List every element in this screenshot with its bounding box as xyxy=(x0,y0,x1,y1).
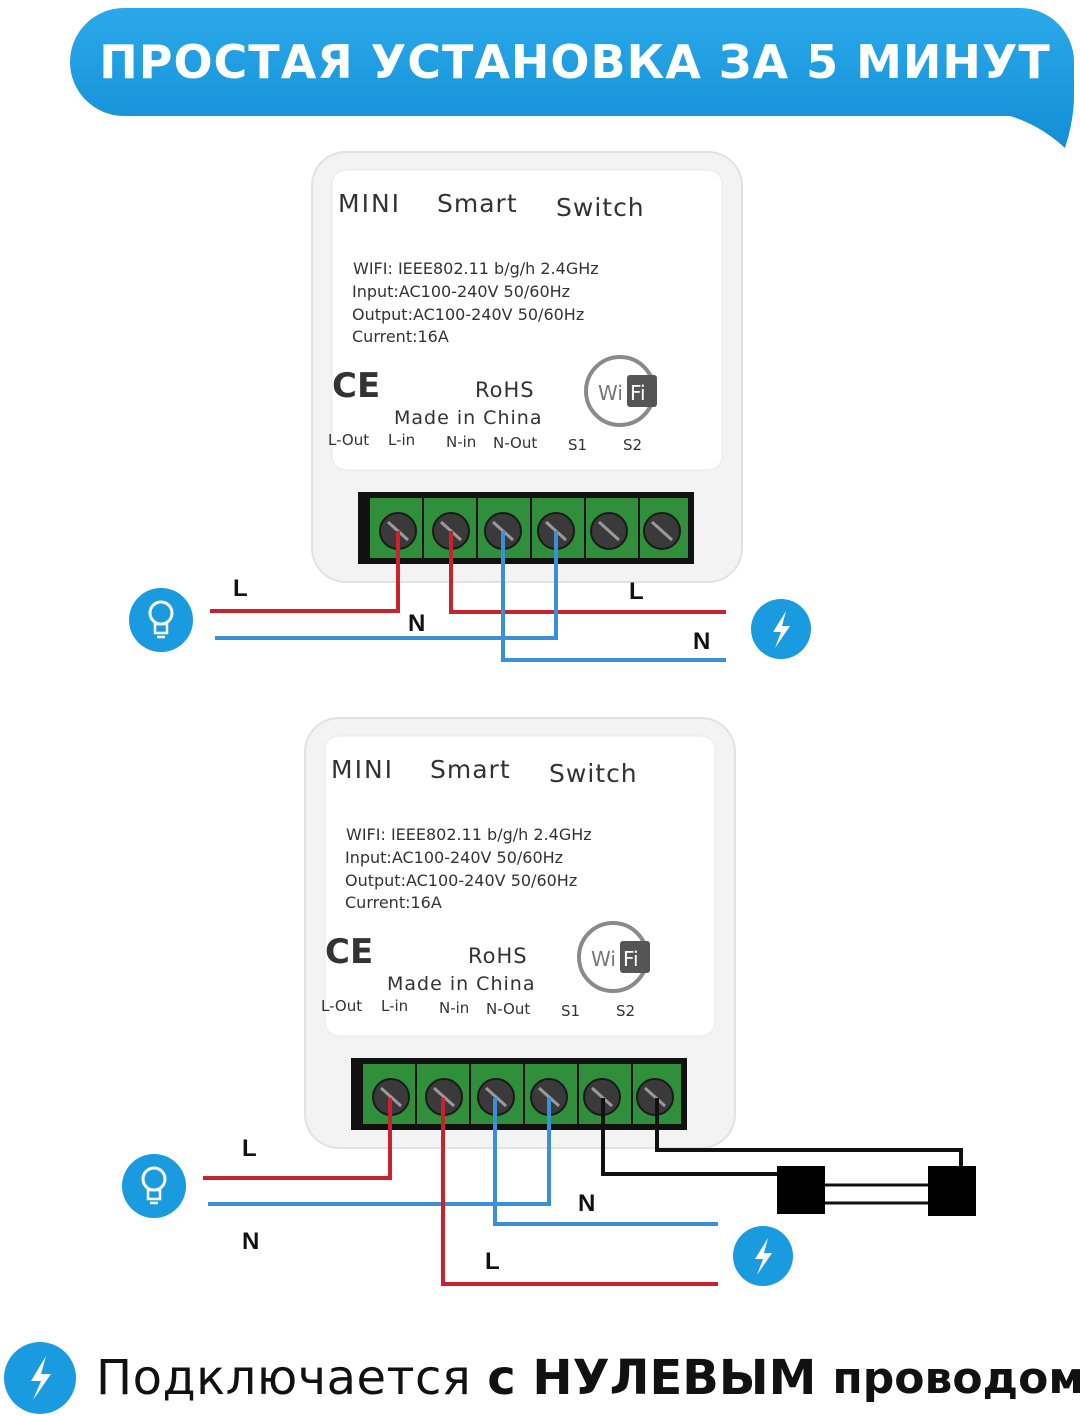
terminal-label-l-out: L-Out xyxy=(321,997,362,1015)
wire-s1 xyxy=(601,1098,778,1176)
terminal-label-n-out: N-Out xyxy=(486,1000,530,1018)
terminal-label-s1: S1 xyxy=(568,436,587,454)
diagram1-wires xyxy=(210,531,726,662)
brand-mini: MINI xyxy=(331,755,394,784)
spec-current: Current:16A xyxy=(345,893,442,912)
wire-neutral-to-lamp xyxy=(215,531,558,640)
header-banner xyxy=(70,8,1074,148)
terminal-label-n-out: N-Out xyxy=(493,434,537,452)
brand-switch: Switch xyxy=(549,759,638,788)
brand-smart: Smart xyxy=(430,755,511,784)
ce-mark: CE xyxy=(332,366,380,406)
lightbulb-icon xyxy=(129,588,193,652)
terminal-label-l-in: L-in xyxy=(381,997,408,1015)
footer-text-regular: Подключается xyxy=(96,1350,472,1406)
wiring-overlay xyxy=(122,531,976,1286)
spec-input: Input:AC100-240V 50/60Hz xyxy=(345,848,563,867)
wire-live-to-lamp xyxy=(210,531,400,613)
svg-text:Fi: Fi xyxy=(623,947,639,971)
diagram1-right-live-label: L xyxy=(629,578,644,605)
wifi-logo-icon: Wi Fi xyxy=(584,355,657,427)
page-title: ПРОСТАЯ УСТАНОВКА ЗА 5 МИНУТ xyxy=(99,35,1051,89)
brand-smart: Smart xyxy=(437,189,518,218)
brand-mini: MINI xyxy=(338,189,401,218)
svg-text:Wi: Wi xyxy=(591,947,616,971)
wire-neutral-from-source xyxy=(493,1098,718,1226)
diagram1-left-live-label: L xyxy=(233,575,248,602)
wire-live-to-lamp xyxy=(203,1098,392,1180)
spec-wifi: WIFI: IEEE802.11 b/g/h 2.4GHz xyxy=(346,825,592,844)
terminal-label-n-in: N-in xyxy=(439,999,469,1017)
ce-mark: CE xyxy=(325,932,373,972)
footer-bar xyxy=(4,1342,76,1414)
terminal-label-l-in: L-in xyxy=(388,431,415,449)
wire-s2 xyxy=(655,1098,963,1168)
diagram2-wires xyxy=(203,1098,963,1286)
wifi-logo-icon: Wi Fi xyxy=(577,921,650,993)
terminal-label-s1: S1 xyxy=(561,1002,580,1020)
diagram2-right-live-label: L xyxy=(485,1248,500,1275)
diagram1-right-neutral-label: N xyxy=(693,628,711,655)
rohs-mark: RoHS xyxy=(475,378,535,402)
spec-wifi: WIFI: IEEE802.11 b/g/h 2.4GHz xyxy=(353,259,599,278)
diagram2-right-neutral-label: N xyxy=(578,1190,596,1217)
diagram1-left-neutral-label: N xyxy=(408,610,426,637)
spec-output: Output:AC100-240V 50/60Hz xyxy=(352,305,584,324)
terminal-label-s2: S2 xyxy=(623,436,642,454)
made-in-label: Made in China xyxy=(394,407,542,429)
power-bolt-icon xyxy=(733,1226,793,1286)
wire-neutral-to-lamp xyxy=(208,1098,551,1206)
rohs-mark: RoHS xyxy=(468,944,528,968)
footer-caption: Подключается с НУЛЕВЫМ проводом xyxy=(96,1346,1080,1410)
terminal-label-l-out: L-Out xyxy=(328,431,369,449)
wire-neutral-from-source xyxy=(501,531,726,662)
diagram2-left-live-label: L xyxy=(242,1135,257,1162)
spec-input: Input:AC100-240V 50/60Hz xyxy=(352,282,570,301)
brand-switch: Switch xyxy=(556,193,645,222)
terminal-label-s2: S2 xyxy=(616,1002,635,1020)
wire-live-from-source xyxy=(449,531,726,614)
spec-output: Output:AC100-240V 50/60Hz xyxy=(345,871,577,890)
smart-switch-device-2: MINI Smart Switch WIFI: IEEE802.11 b/g/h… xyxy=(304,717,736,1149)
spec-current: Current:16A xyxy=(352,327,449,346)
wire-live-from-source xyxy=(441,1098,718,1286)
diagram2-left-neutral-label: N xyxy=(242,1228,260,1255)
footer-text-bold-wire: проводом xyxy=(832,1352,1080,1404)
wall-switch-icon xyxy=(777,1166,976,1216)
terminal-label-n-in: N-in xyxy=(446,433,476,451)
svg-text:Wi: Wi xyxy=(598,381,623,405)
lightbulb-icon xyxy=(122,1154,186,1218)
svg-text:Fi: Fi xyxy=(630,381,646,405)
power-bolt-icon xyxy=(751,599,811,659)
made-in-label: Made in China xyxy=(387,973,535,995)
footer-text-bold-neutral: с НУЛЕВЫМ xyxy=(487,1350,817,1406)
power-bolt-icon xyxy=(4,1342,76,1414)
terminal-block xyxy=(363,1064,681,1124)
